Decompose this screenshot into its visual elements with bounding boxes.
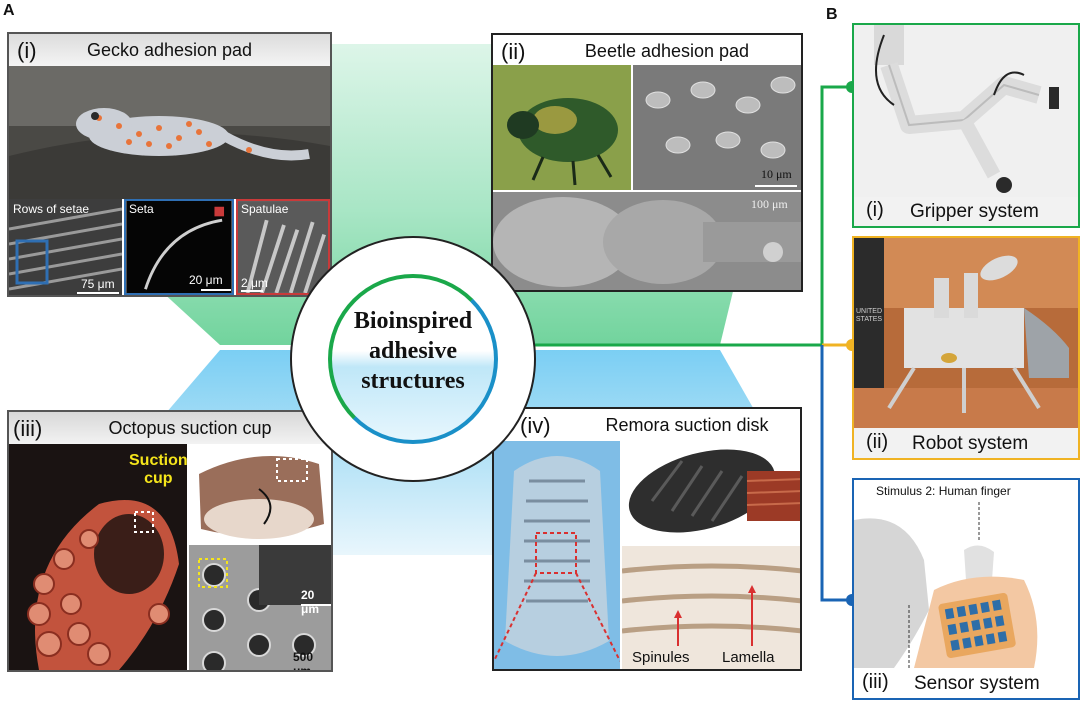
beetle-photo	[493, 65, 631, 190]
gripper-caption-text: Gripper system	[910, 201, 1039, 222]
octopus-scale-20um: 20 μm	[301, 588, 320, 616]
octopus-suction-panel: (iii) Octopus suction cup Suction cup 20…	[7, 410, 333, 672]
sensor-caption-text: Sensor system	[914, 673, 1040, 694]
beetle-panel-number: (ii)	[501, 39, 526, 64]
octopus-panel-number: (iii)	[13, 416, 43, 441]
octopus-photo	[9, 444, 187, 670]
gecko-adhesion-panel: (i) Gecko adhesion pad Rows of setae 75 …	[7, 32, 332, 297]
suction-cup-label: Suction cup	[129, 452, 188, 488]
gecko-panel-title-text: Gecko adhesion pad	[86, 40, 253, 60]
connector-green-gripper	[820, 85, 852, 345]
remora-lamella-micrograph	[622, 546, 800, 669]
gecko-panel-number: (i)	[17, 38, 37, 63]
seta-sem	[124, 199, 234, 295]
robot-caption-number: (ii)	[866, 431, 889, 453]
spatulae-sem	[236, 199, 330, 295]
spatulae-scale: 2 μm	[241, 276, 268, 290]
center-circle-inner	[328, 274, 498, 444]
remora-disk-model	[622, 441, 800, 546]
gecko-eye-icon	[91, 112, 99, 120]
center-title-line3: structures	[361, 368, 465, 394]
seta-label: Seta	[129, 202, 154, 216]
beetle-setae-sem	[633, 65, 801, 190]
octopus-panel-title: (iii) Octopus suction cup	[9, 412, 331, 444]
sensor-caption-number: (iii)	[862, 671, 889, 693]
seta-scale: 20 μm	[189, 273, 223, 287]
remora-panel-number: (iv)	[520, 413, 551, 438]
octopus-scalebar-20um	[301, 604, 331, 606]
beetle-scale-100um: 100 μm	[751, 197, 788, 211]
remora-suction-panel: (iv) Remora suction disk	[492, 407, 802, 671]
lamella-label: Lamella	[722, 649, 775, 666]
seta-scalebar	[201, 289, 231, 291]
robot-system-panel: UNITED STATES (ii) Robot system	[852, 236, 1080, 460]
suction-cup-label-line1: Suction	[129, 452, 188, 469]
octopus-scale-500um: 500 μm	[293, 650, 314, 672]
gecko-panel-title: (i) Gecko adhesion pad	[9, 34, 330, 66]
gripper-caption-number: (i)	[866, 199, 884, 221]
beetle-scalebar-10um	[755, 185, 797, 187]
rows-of-setae-scalebar	[77, 292, 119, 294]
beetle-pad-sem	[493, 192, 801, 290]
gripper-photo	[854, 25, 1078, 197]
beetle-scale-10um: 10 μm	[761, 167, 792, 181]
remora-photo	[494, 441, 620, 669]
rows-of-setae-label: Rows of setae	[13, 202, 90, 216]
remora-panel-title-text: Remora suction disk	[605, 415, 769, 435]
connector-blue-sensor	[820, 345, 852, 602]
panel-letter-b: B	[826, 6, 838, 23]
center-title-line2: adhesive	[368, 338, 457, 364]
octopus-panel-title-text: Octopus suction cup	[108, 418, 272, 438]
sensor-caption: (iii) Sensor system	[854, 668, 1078, 698]
panel-letter-a: A	[3, 2, 15, 19]
suction-cup-photo	[189, 444, 331, 544]
suction-cup-sem	[189, 545, 331, 670]
sensor-stimulus-label: Stimulus 2: Human finger	[876, 484, 1011, 498]
robot-caption-text: Robot system	[912, 433, 1029, 454]
rows-of-setae-scale: 75 μm	[81, 277, 115, 291]
suction-cup-label-line2: cup	[144, 470, 173, 487]
robot-photo	[854, 238, 1078, 428]
robot-caption: (ii) Robot system	[854, 428, 1078, 458]
gripper-caption: (i) Gripper system	[854, 196, 1078, 226]
center-title: Bioinspired adhesive structures	[328, 306, 498, 396]
remora-panel-title: (iv) Remora suction disk	[494, 409, 800, 441]
center-title-line1: Bioinspired	[353, 308, 473, 334]
sensor-illustration	[854, 480, 1078, 668]
gecko-photo	[9, 66, 330, 199]
spinules-label: Spinules	[632, 649, 690, 666]
sensor-system-panel: Stimulus 2: Human finger (iii) Sensor sy…	[852, 478, 1080, 700]
beetle-panel-title-text: Beetle adhesion pad	[584, 41, 750, 61]
spatulae-label: Spatulae	[241, 202, 289, 216]
beetle-panel-title: (ii) Beetle adhesion pad	[493, 35, 801, 67]
robot-flag-text: UNITED STATES	[855, 308, 883, 323]
beetle-adhesion-panel: (ii) Beetle adhesion pad 10 μm 100 μm	[491, 33, 803, 292]
gripper-system-panel: (i) Gripper system	[852, 23, 1080, 228]
spatulae-scalebar	[241, 290, 263, 292]
rows-of-setae-sem	[9, 199, 122, 295]
